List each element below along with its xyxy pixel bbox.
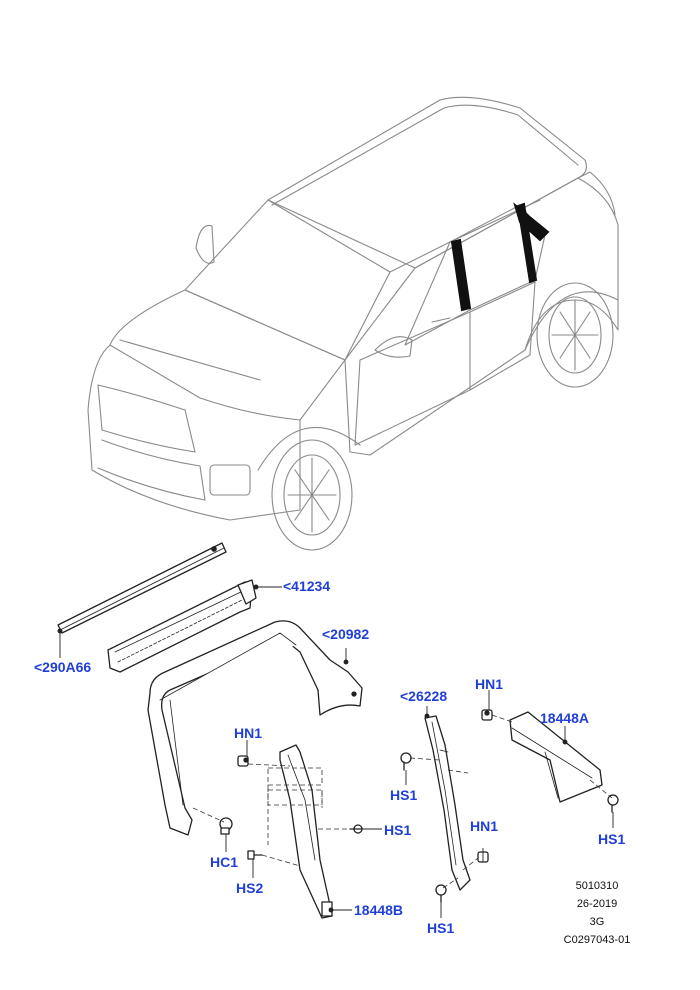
label-20982: <20982 [322, 626, 370, 642]
label-hs1-d: HS1 [427, 920, 455, 936]
part-door-frame-seal-20982 [147, 620, 363, 836]
label-hs1-a: HS1 [390, 787, 418, 803]
label-hn1-a: HN1 [234, 725, 263, 741]
highlighted-seal-area [450, 202, 550, 312]
part-belt-moulding-41234 [107, 579, 257, 673]
label-290a66: <290A66 [34, 659, 92, 675]
label-hn1-c: HN1 [470, 818, 499, 834]
reference-code-1: 5010310 [575, 880, 619, 892]
label-hs1-c: HS1 [384, 822, 412, 838]
fastener-hs2 [247, 850, 263, 860]
label-26228: <26228 [400, 688, 448, 704]
label-hs1-b: HS1 [598, 831, 626, 847]
fastener-hs1-a [400, 752, 412, 771]
assembly-guide-lines [192, 714, 613, 889]
label-hn1-b: HN1 [475, 676, 504, 692]
vehicle-outline [87, 96, 619, 551]
reference-illustration-id: C0297043-01 [563, 934, 631, 946]
fastener-hs1-d [435, 884, 447, 903]
label-18448b: 18448B [354, 902, 404, 918]
part-quarter-trim-18448a [509, 711, 603, 803]
leader-lines [57, 584, 614, 918]
fastener-hn1-b [481, 709, 493, 721]
label-hc1: HC1 [210, 854, 239, 870]
reference-code-2: 3G [589, 916, 605, 928]
label-18448a: 18448A [540, 710, 590, 726]
label-hs2: HS2 [236, 880, 264, 896]
fastener-hn1-a [237, 755, 249, 767]
reference-date: 26-2019 [576, 898, 618, 910]
part-pillar-seal-26228 [424, 715, 471, 891]
fastener-hs1-b [607, 794, 619, 813]
fastener-hc1 [219, 817, 233, 835]
part-b-pillar-trim-18448b [279, 744, 333, 919]
label-41234: <41234 [283, 578, 331, 594]
